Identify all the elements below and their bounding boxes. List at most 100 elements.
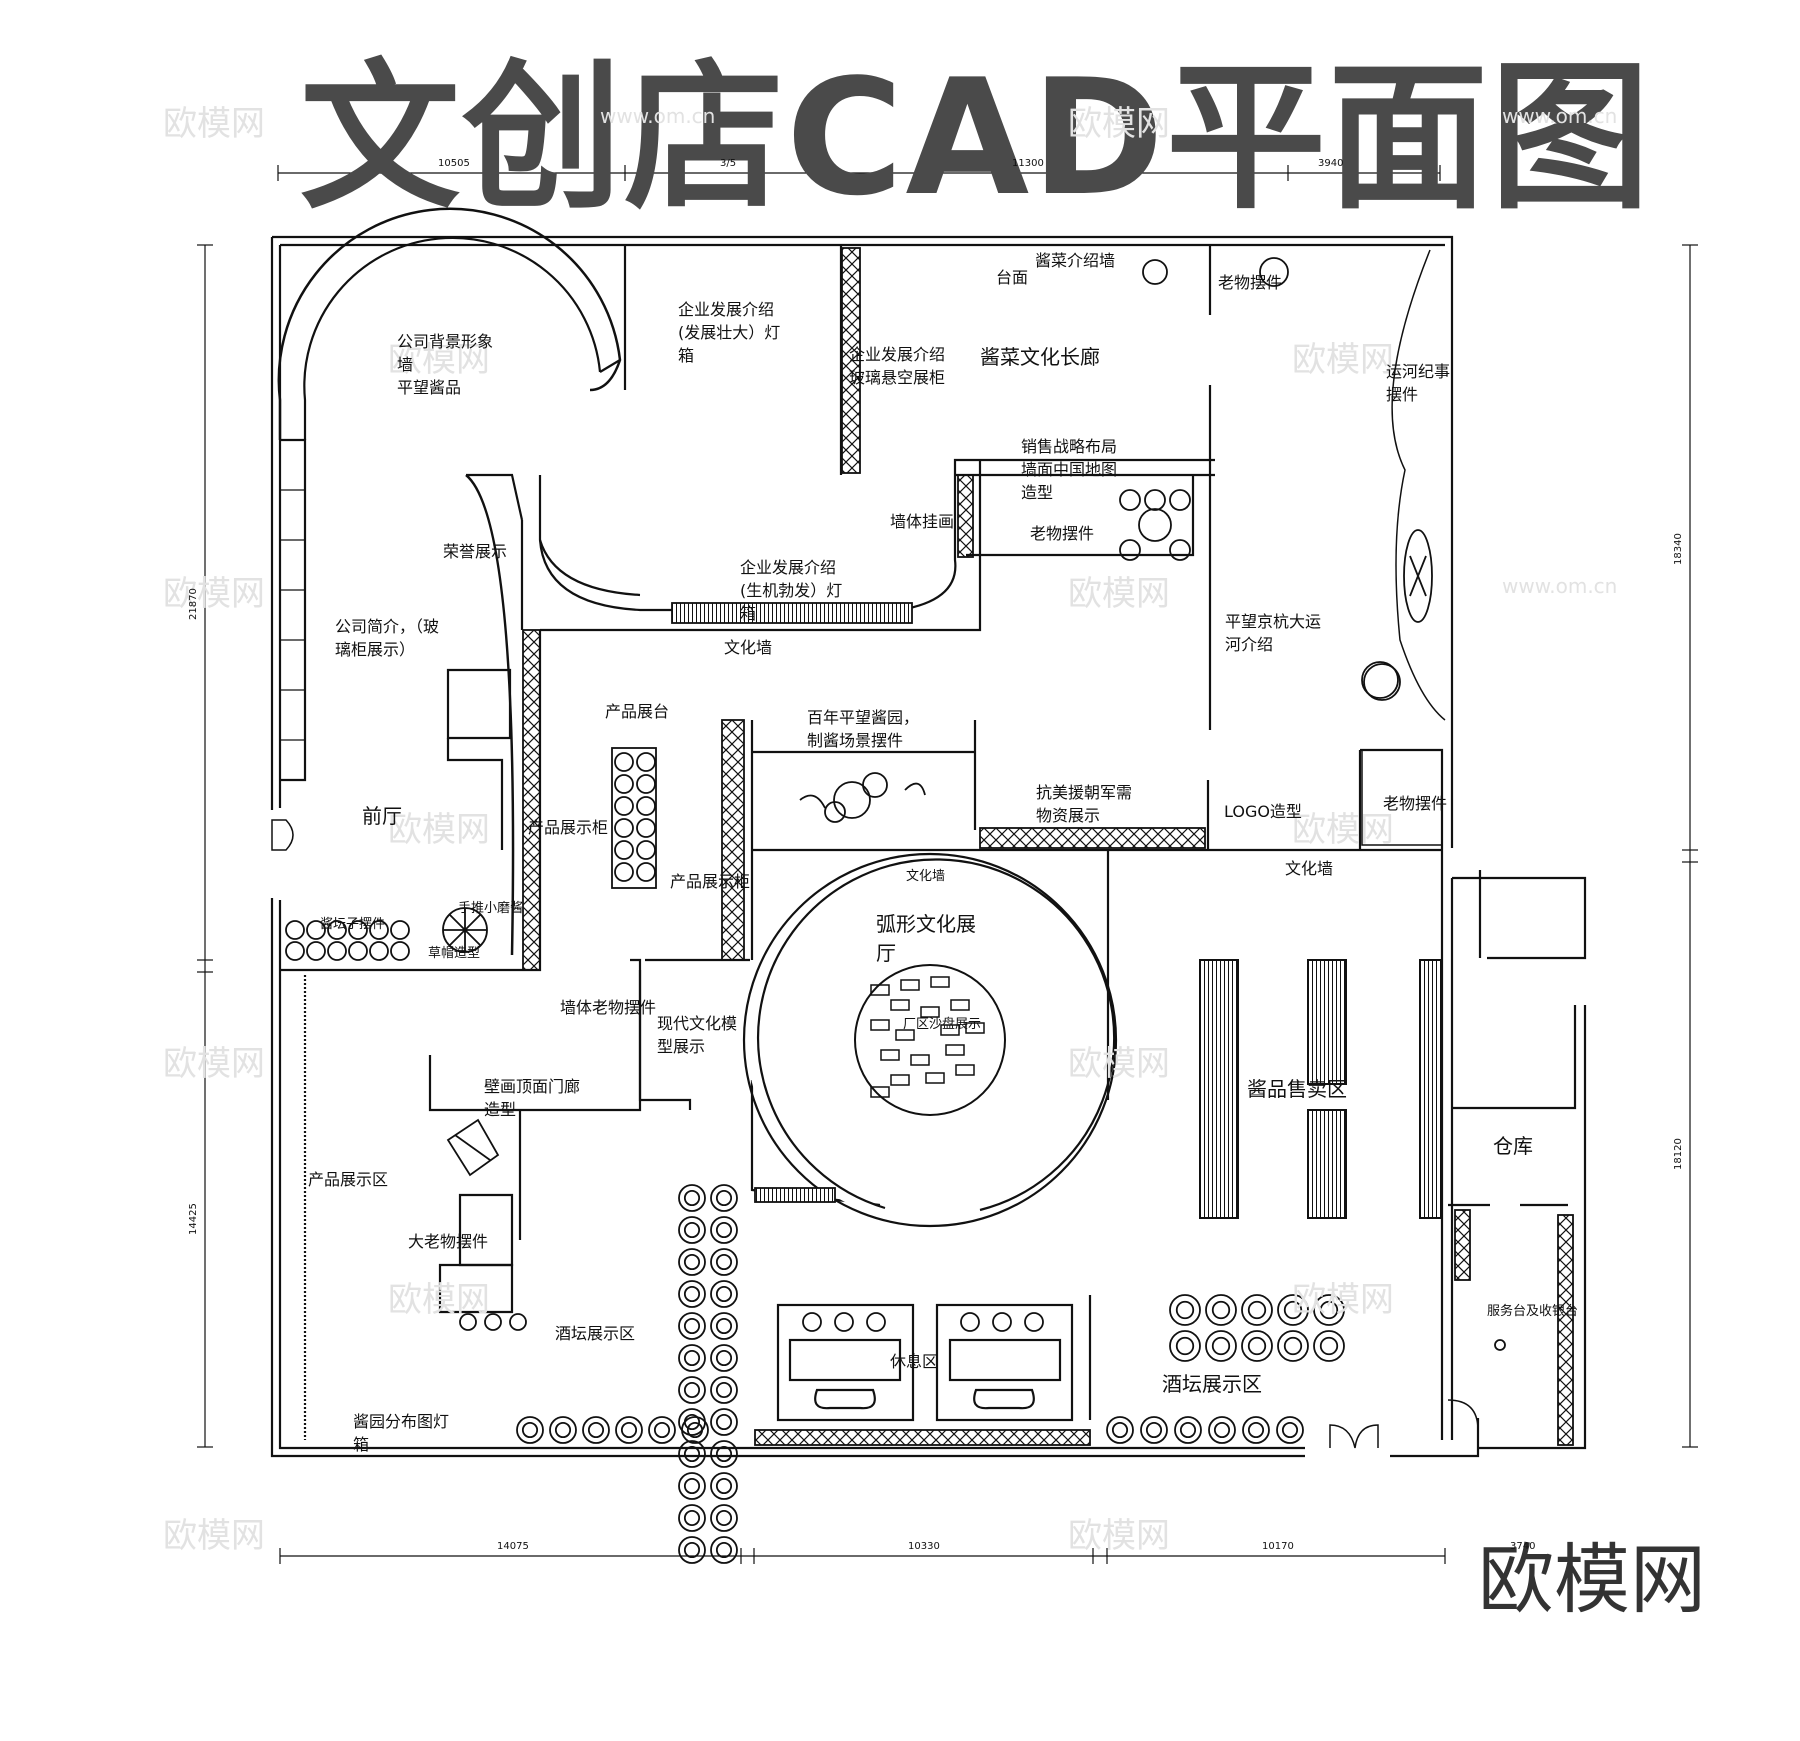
label-qiye-shengji: 企业发展介绍 (生机勃发）灯 箱: [740, 558, 843, 624]
label-pingwang-yunhe: 平望京杭大运 河介绍: [1225, 612, 1322, 655]
jar-icon: [1169, 1330, 1201, 1362]
label-changlang: 酱菜文化长廊: [980, 345, 1100, 369]
label-laowu-right: 老物摆件: [1383, 794, 1448, 813]
label-jiutan-left: 酒坛展示区: [555, 1324, 636, 1343]
jar-icon: [683, 1317, 701, 1335]
brand-logo: 欧模网: [1478, 1535, 1706, 1624]
watermark: 欧模网: [388, 810, 490, 850]
jar-icon: [1111, 1421, 1129, 1439]
jar-icon: [614, 752, 634, 772]
jar-icon: [554, 1421, 572, 1439]
jar-icon: [348, 941, 368, 961]
jar-icon: [683, 1349, 701, 1367]
jar-icon: [866, 1312, 886, 1332]
watermark: www.om.cn: [600, 104, 716, 128]
jar-icon: [1205, 1330, 1237, 1362]
label-jiangtanzi: 酱坛子摆件: [320, 917, 386, 932]
label-taimian: 台面: [996, 268, 1029, 287]
jar-icon: [992, 1312, 1012, 1332]
jar-icon: [715, 1285, 733, 1303]
jar-icon: [678, 1312, 706, 1340]
jar-icon: [549, 1416, 577, 1444]
watermark: 欧模网: [163, 104, 265, 144]
jar-icon: [348, 920, 368, 940]
jar-icon: [636, 752, 656, 772]
label-chanpin-zhanshiqu: 产品展示区: [308, 1170, 389, 1189]
model-block: [950, 999, 970, 1011]
jar-icon: [614, 774, 634, 794]
label-gongsi-beijing: 公司背景形象 墙 平望酱品: [397, 332, 494, 398]
jar-icon: [1281, 1421, 1299, 1439]
jar-icon: [614, 796, 634, 816]
jar-icon: [683, 1445, 701, 1463]
model-block: [945, 1044, 965, 1056]
model-block: [925, 1072, 945, 1084]
watermark: 欧模网: [1292, 340, 1394, 380]
jar-icon: [681, 1416, 709, 1444]
jar-icon: [327, 920, 347, 940]
jar-icon: [683, 1381, 701, 1399]
jar-icon: [636, 840, 656, 860]
dim-right-2: 18120: [1673, 1138, 1684, 1170]
model-block: [870, 1086, 890, 1098]
jar-icon: [678, 1344, 706, 1372]
jar-icon: [683, 1541, 701, 1559]
jar-icon: [369, 920, 389, 940]
label-qiangti-laowu: 墙体老物摆件: [560, 998, 657, 1017]
label-wenhua-qiang-2: 文化墙: [906, 869, 946, 884]
jar-icon: [1145, 1421, 1163, 1439]
jar-icon: [715, 1189, 733, 1207]
label-gongsi-jianjie: 公司简介，（玻 璃柜展示）: [335, 617, 440, 660]
jar-icon: [683, 1285, 701, 1303]
jar-icon: [710, 1472, 738, 1500]
model-block: [930, 976, 950, 988]
jar-icon: [582, 1416, 610, 1444]
jar-icon: [636, 796, 656, 816]
model-block: [900, 979, 920, 991]
label-xiuxi: 休息区: [890, 1352, 939, 1371]
label-hu-xing: 弧形文化展 厅: [876, 912, 976, 965]
model-block: [920, 1006, 940, 1018]
watermark: www.om.cn: [1502, 574, 1618, 598]
jar-icon: [614, 818, 634, 838]
model-block: [880, 1049, 900, 1061]
label-fuwutai: 服务台及收银台: [1487, 1304, 1579, 1319]
annex-wall: [1452, 876, 1587, 960]
jar-icon: [715, 1413, 733, 1431]
label-wenhua-qiang-1: 文化墙: [724, 638, 773, 657]
jar-icon: [710, 1408, 738, 1436]
jar-icon: [715, 1541, 733, 1559]
jar-icon: [516, 1416, 544, 1444]
jar-icon: [1241, 1330, 1273, 1362]
jar-icon: [683, 1253, 701, 1271]
dim-left-1: 21870: [188, 588, 199, 620]
dim-bottom-1: 14075: [497, 1541, 529, 1552]
model-block: [940, 1024, 960, 1036]
jar-icon: [715, 1253, 733, 1271]
jar-icon: [636, 862, 656, 882]
label-chanpin-zhanshigui: 产品展示柜: [528, 818, 609, 837]
jar-icon: [1283, 1336, 1303, 1356]
dim-left-2: 14425: [188, 1203, 199, 1235]
jar-icon: [678, 1536, 706, 1564]
jar-icon: [678, 1248, 706, 1276]
watermark: 欧模网: [1068, 574, 1170, 614]
dim-right-1: 18340: [1673, 533, 1684, 565]
jar-icon: [1277, 1294, 1309, 1326]
page-title: 文创店CAD平面图: [300, 44, 1653, 231]
dim-top-1: 10505: [438, 158, 470, 169]
model-block: [965, 1022, 985, 1034]
label-xiaoshou: 销售战略布局 墙面中国地图 造型: [1021, 437, 1118, 503]
model-block: [870, 1019, 890, 1031]
watermark: www.om.cn: [1502, 104, 1618, 128]
jar-icon: [683, 1221, 701, 1239]
jar-icon: [678, 1216, 706, 1244]
label-jiangcai-wall: 酱菜介绍墙: [1035, 251, 1116, 270]
label-shangjiang: 手推小磨酱: [458, 901, 524, 916]
jar-icon: [678, 1472, 706, 1500]
jar-icon: [521, 1421, 539, 1439]
jar-icon: [1313, 1294, 1345, 1326]
jar-icon: [710, 1344, 738, 1372]
jar-icon: [678, 1504, 706, 1532]
